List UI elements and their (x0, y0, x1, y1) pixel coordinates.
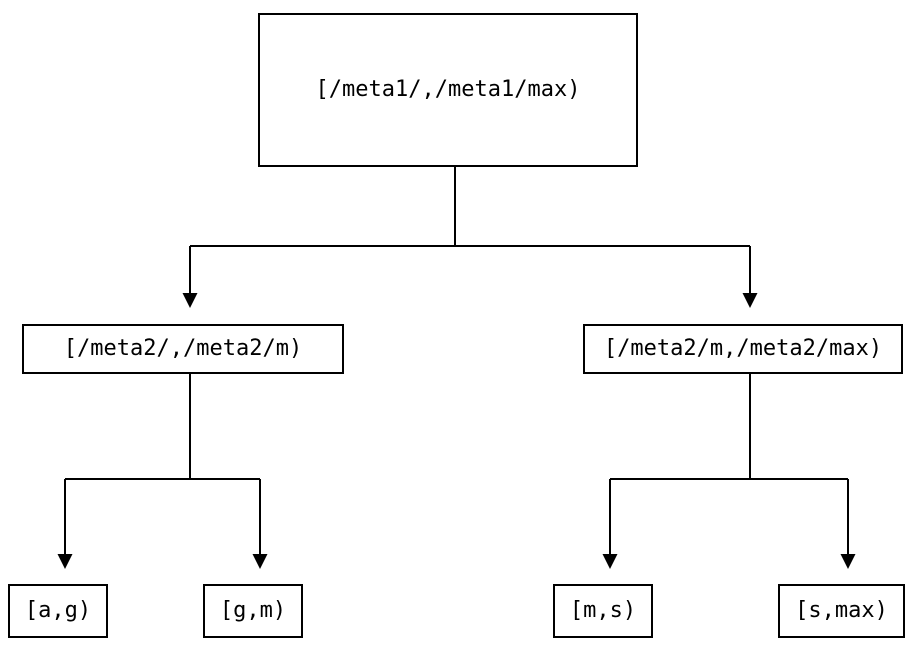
edge-left-ag-arrowhead-icon (57, 554, 73, 569)
edge-right-smax-arrowhead-icon (840, 554, 856, 569)
node-root-label: [/meta1/,/meta1/max) (315, 77, 581, 102)
node-meta2-right-label: [/meta2/m,/meta2/max) (603, 336, 883, 361)
node-leaf-smax-label: [s,max) (795, 598, 888, 623)
node-leaf-gm-interval-box: [g,m) (203, 584, 303, 638)
node-leaf-ag-label: [a,g) (24, 598, 92, 623)
node-leaf-ms-interval-box: [m,s) (553, 584, 653, 638)
node-meta2-left-interval-box: [/meta2/,/meta2/m) (22, 324, 344, 374)
edge-root-right-arrowhead-icon (742, 293, 758, 308)
node-meta2-right-interval-box: [/meta2/m,/meta2/max) (583, 324, 903, 374)
node-leaf-ms-label: [m,s) (569, 598, 637, 623)
edge-root-left-arrowhead-icon (182, 293, 198, 308)
node-root-interval-box: [/meta1/,/meta1/max) (258, 13, 638, 167)
node-leaf-smax-interval-box: [s,max) (778, 584, 905, 638)
node-leaf-gm-label: [g,m) (219, 598, 287, 623)
edge-left-gm-arrowhead-icon (252, 554, 268, 569)
node-leaf-ag-interval-box: [a,g) (8, 584, 108, 638)
edge-right-ms-arrowhead-icon (602, 554, 618, 569)
node-meta2-left-label: [/meta2/,/meta2/m) (63, 336, 303, 361)
